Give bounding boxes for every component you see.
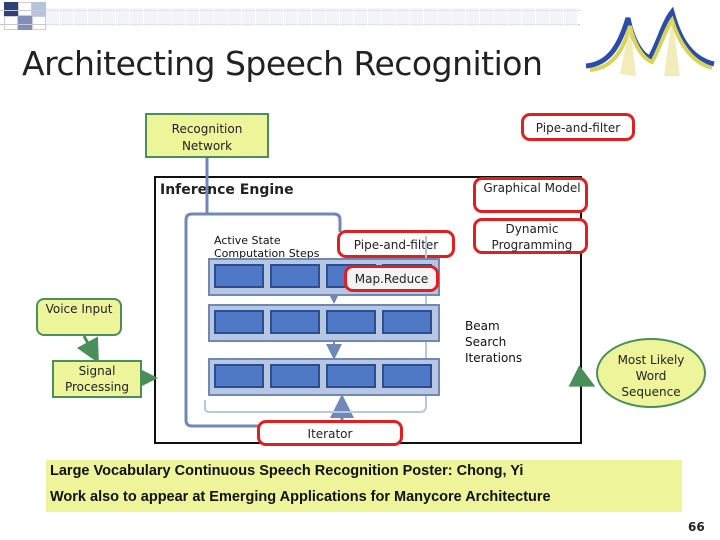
dynamic-programming: Dynamic Programming xyxy=(473,218,588,254)
signal-processing-label: Signal Processing xyxy=(64,364,130,394)
pipe-and-filter-mid: Pipe-and-filter xyxy=(337,230,455,258)
decor-square xyxy=(32,16,46,30)
signal-processing-box: Signal Processing xyxy=(52,360,142,398)
decor-square xyxy=(4,2,18,16)
decor-square xyxy=(18,2,32,16)
graphical-model-label: Graphical Model xyxy=(483,181,581,195)
beam-search-label: Beam Search Iterations xyxy=(465,319,523,365)
logo xyxy=(585,6,715,76)
citation-box: Large Vocabulary Continuous Speech Recog… xyxy=(46,460,682,512)
pipeline-unit xyxy=(214,264,264,288)
voice-input-box: Voice Input xyxy=(36,298,122,336)
most-likely-box: Most Likely Word Sequence xyxy=(596,338,706,408)
decor-square xyxy=(4,16,18,30)
voice-input-label: Voice Input xyxy=(45,302,113,316)
pipe-and-filter-top-label: Pipe-and-filter xyxy=(535,121,621,135)
slide-title: Architecting Speech Recognition xyxy=(22,44,543,83)
pipeline-unit xyxy=(382,310,432,334)
page-number: 66 xyxy=(688,520,705,534)
iterator-label: Iterator xyxy=(307,427,353,441)
decor-square xyxy=(32,2,46,16)
map-reduce: Map.Reduce xyxy=(344,265,439,292)
graphical-model: Graphical Model xyxy=(473,177,588,213)
citation-line-1: Large Vocabulary Continuous Speech Recog… xyxy=(50,463,524,479)
pipe-and-filter-top: Pipe-and-filter xyxy=(521,113,635,141)
pipeline-unit xyxy=(214,364,264,388)
most-likely-label: Most Likely Word Sequence xyxy=(617,353,685,399)
iterator: Iterator xyxy=(257,420,403,446)
pipeline-unit xyxy=(326,364,376,388)
recognition-network-label: Recognition Network xyxy=(171,122,243,153)
pipeline-unit xyxy=(270,310,320,334)
decor-grid xyxy=(46,8,578,26)
recognition-network-box: Recognition Network xyxy=(145,113,269,158)
pipeline-unit xyxy=(270,364,320,388)
pipe-and-filter-mid-label: Pipe-and-filter xyxy=(353,238,439,252)
pipeline-unit xyxy=(382,364,432,388)
active-state-label: Active State Computation Steps xyxy=(214,234,320,260)
map-reduce-label: Map.Reduce xyxy=(354,272,429,286)
decor-square xyxy=(18,16,32,30)
dynamic-programming-label: Dynamic Programming xyxy=(491,222,573,252)
pipeline-unit xyxy=(214,310,264,334)
citation-line-2: Work also to appear at Emerging Applicat… xyxy=(50,489,551,505)
pipeline-unit xyxy=(326,310,376,334)
inference-engine-label: Inference Engine xyxy=(160,182,294,198)
pipeline-unit xyxy=(270,264,320,288)
